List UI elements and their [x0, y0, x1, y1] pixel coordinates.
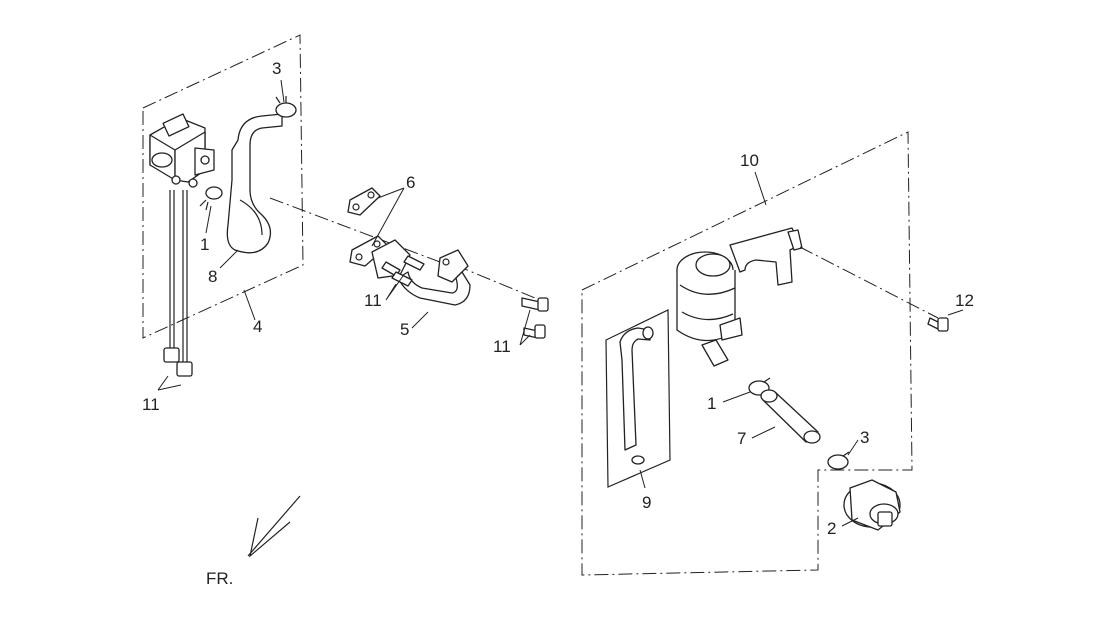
callout-12: 12 — [955, 291, 974, 310]
bolt-12 — [927, 317, 949, 332]
pipe-5 — [371, 239, 471, 306]
callout-labels: 3 1 8 4 11 6 11 5 11 10 12 1 7 3 9 2 FR. — [142, 59, 974, 588]
callout-8: 8 — [208, 267, 217, 286]
bolt-11-pipe-right — [521, 297, 549, 339]
clamp-3-left — [275, 96, 297, 118]
bolt-11-left-pair — [163, 190, 193, 377]
bolt-11-pipe-left — [381, 255, 425, 287]
callout-10: 10 — [740, 151, 759, 170]
air-filter-canister — [676, 251, 743, 367]
callout-2: 2 — [827, 519, 836, 538]
tube-7 — [760, 389, 821, 444]
callout-11-bottom-left: 11 — [142, 395, 160, 414]
axis-line-pipe — [454, 264, 536, 299]
hose-9-box — [605, 309, 671, 488]
axis-line-left — [269, 197, 441, 263]
clamp-1-left — [199, 186, 223, 211]
check-valve-2 — [843, 479, 901, 531]
callout-1-right: 1 — [707, 394, 716, 413]
front-direction-arrow — [247, 495, 301, 558]
callout-3-right: 3 — [860, 428, 869, 447]
callout-3-left: 3 — [272, 59, 281, 78]
hose-8 — [226, 113, 283, 254]
air-injection-valve — [149, 113, 215, 188]
clamp-3-right — [827, 451, 850, 470]
callout-11-pipe-left: 11 — [364, 291, 382, 310]
callout-7: 7 — [737, 429, 746, 448]
axis-line-bolt-12 — [799, 246, 939, 319]
callout-9: 9 — [642, 493, 651, 512]
assembly-10-boundary — [581, 131, 913, 576]
mounting-bracket — [729, 227, 803, 286]
callout-11-pipe-right: 11 — [493, 337, 511, 356]
leader-lines — [157, 79, 964, 527]
gasket-6-upper — [347, 187, 381, 216]
hose-9 — [619, 326, 654, 465]
callout-6: 6 — [406, 173, 415, 192]
callout-1-left: 1 — [200, 235, 209, 254]
callout-4: 4 — [253, 317, 262, 336]
assembly-4-boundary — [142, 34, 304, 339]
callout-5: 5 — [400, 320, 409, 339]
front-indicator-label: FR. — [206, 569, 233, 588]
